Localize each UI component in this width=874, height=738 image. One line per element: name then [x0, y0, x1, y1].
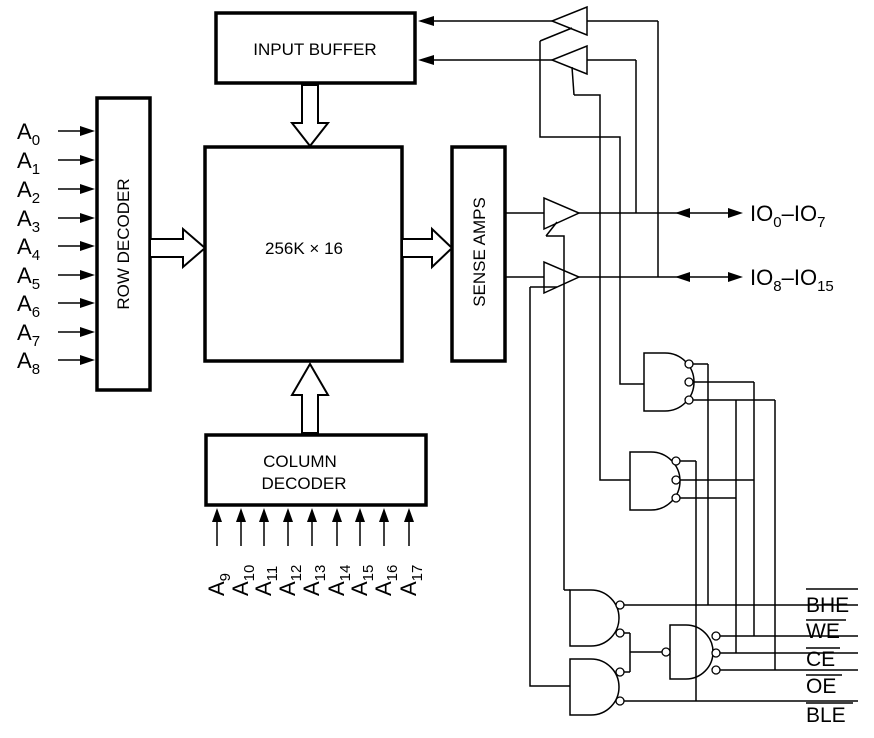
input-driver-high [549, 5, 588, 37]
row-address-label: A4 [17, 234, 40, 264]
column-address-labels: A9 A10 A11 A12 A13 A14 A15 A16 A17 [204, 565, 426, 596]
column-address-label: A16 [371, 565, 401, 596]
column-address-label: A15 [347, 565, 377, 596]
input-buffer-label: INPUT BUFFER [253, 40, 376, 59]
column-decoder-label-line1: COLUMN [263, 452, 337, 471]
io-bus-arrows [675, 208, 743, 282]
row-address-label: A8 [17, 348, 40, 378]
column-to-array-arrow [290, 362, 330, 434]
and-gate-write-low [629, 451, 681, 511]
control-signal-labels: BHE WE CE OE BLE [806, 588, 858, 727]
signal-bhe-label: BHE [806, 594, 849, 617]
column-address-label: A17 [396, 565, 426, 596]
column-address-label: A10 [228, 565, 258, 596]
output-driver-low [543, 196, 581, 231]
and-gate-read-low [569, 658, 620, 716]
input-drivers [418, 5, 658, 76]
and-gate-read-high [569, 589, 620, 647]
memory-array-label: 256K × 16 [265, 239, 343, 258]
row-address-label: A7 [17, 320, 40, 350]
sense-amps-block: SENSE AMPS [450, 145, 507, 363]
row-address-label: A1 [17, 148, 40, 178]
driver-enable-wiring [529, 27, 644, 687]
control-gates [569, 352, 721, 716]
signal-ble-label: BLE [806, 704, 846, 727]
row-address-label: A3 [17, 206, 40, 236]
input-driver-low [549, 44, 588, 76]
column-address-arrows [212, 508, 414, 546]
row-address-arrows [58, 126, 95, 365]
io-bus-taps [635, 21, 659, 277]
buffer-to-array-arrow [289, 84, 331, 148]
input-buffer-block: INPUT BUFFER [214, 11, 417, 85]
array-to-sense-arrow [401, 226, 454, 270]
output-driver-high [543, 260, 581, 295]
column-address-label: A11 [251, 566, 281, 596]
column-address-label: A14 [324, 565, 354, 596]
column-decoder-label-line2: DECODER [261, 474, 346, 493]
signal-ce-label: CE [806, 648, 835, 671]
row-address-labels: A0 A1 A2 A3 A4 A5 A6 A7 A8 [17, 119, 40, 378]
control-wiring [624, 363, 858, 702]
signal-we-label: WE [806, 620, 840, 643]
row-decoder-block: ROW DECODER [95, 96, 152, 392]
sense-amps-label: SENSE AMPS [470, 197, 489, 307]
column-address-label: A9 [204, 573, 234, 596]
memory-array-block: 256K × 16 [203, 145, 404, 363]
io-high-label: IO8–IO15 [750, 265, 834, 295]
row-address-label: A2 [17, 177, 40, 207]
row-address-label: A0 [17, 119, 40, 149]
and-gate-output-enable [669, 624, 714, 680]
row-decoder-label: ROW DECODER [114, 178, 133, 309]
output-drivers [505, 196, 690, 295]
and-gate-write-high [643, 352, 695, 412]
row-address-label: A5 [17, 263, 40, 293]
io-low-label: IO0–IO7 [750, 201, 825, 231]
decoder-to-array-arrow [149, 226, 207, 270]
column-decoder-block: COLUMN DECODER [204, 433, 428, 507]
signal-oe-label: OE [806, 675, 836, 698]
row-address-label: A6 [17, 291, 40, 321]
column-address-label: A13 [299, 565, 329, 596]
column-address-label: A12 [275, 565, 305, 596]
